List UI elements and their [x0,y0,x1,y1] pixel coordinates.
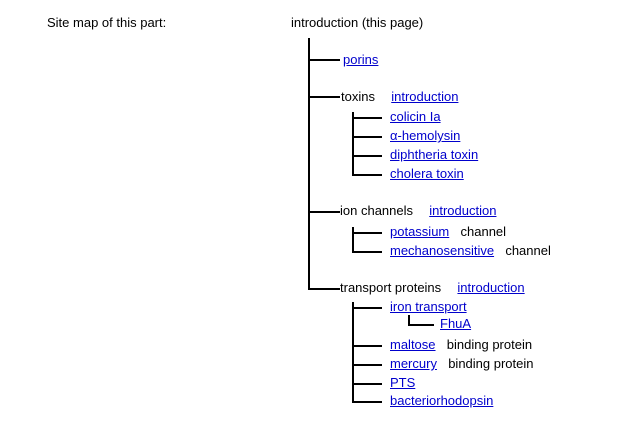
tree-trunk-toxins-children [352,112,354,176]
node-potassium-suffix: channel [460,224,507,239]
link-mercury[interactable]: mercury [390,356,437,371]
node-mercury-suffix: binding protein [448,356,534,371]
node-mercury-binding-protein: mercury binding protein [390,357,534,371]
node-bacteriorhodopsin: bacteriorhodopsin [390,394,493,408]
tree-branch-mechanosensitive [352,251,382,253]
node-diphtheria-toxin: diphtheria toxin [390,148,478,162]
link-ion-channels-introduction[interactable]: introduction [429,203,497,218]
node-maltose-binding-protein: maltose binding protein [390,338,532,352]
tree-branch-fhua [408,324,434,326]
node-mechanosensitive-suffix: channel [505,243,551,258]
link-mechanosensitive[interactable]: mechanosensitive [390,243,495,258]
link-porins[interactable]: porins [343,52,379,67]
link-maltose[interactable]: maltose [390,337,436,352]
node-porins: porins [343,53,378,67]
tree-branch-hemolysin [352,136,382,138]
tree-trunk-iron-transport-children [408,315,410,326]
node-transport-proteins-label: transport proteins [340,280,442,295]
node-ion-channels: ion channels introduction [340,204,496,218]
node-alpha-hemolysin: α-hemolysin [390,129,460,143]
link-potassium[interactable]: potassium [390,224,450,239]
tree-branch-ion-channels [308,211,340,213]
sitemap-caption: Site map of this part: [47,15,167,30]
node-toxins: toxins introduction [341,90,458,104]
tree-branch-porins [308,59,340,61]
link-iron-transport[interactable]: iron transport [390,299,467,314]
node-pts: PTS [390,376,415,390]
node-transport-proteins: transport proteins introduction [340,281,525,295]
node-maltose-suffix: binding protein [446,337,533,352]
tree-branch-iron-transport [352,307,382,309]
tree-branch-mercury [352,364,382,366]
tree-branch-pts [352,383,382,385]
tree-trunk-level1 [308,38,310,290]
link-bacteriorhodopsin[interactable]: bacteriorhodopsin [390,393,494,408]
node-toxins-label: toxins [341,89,375,104]
node-iron-transport: iron transport [390,300,467,314]
link-toxins-introduction[interactable]: introduction [391,89,459,104]
tree-branch-transport-proteins [308,288,340,290]
tree-branch-toxins [308,96,340,98]
node-colicin-ia: colicin Ia [390,110,441,124]
link-alpha-hemolysin[interactable]: α-hemolysin [390,128,461,143]
tree-branch-cholera [352,174,382,176]
tree-branch-maltose [352,345,382,347]
tree-branch-potassium [352,232,382,234]
tree-branch-diphtheria [352,155,382,157]
node-ion-channels-label: ion channels [340,203,413,218]
link-fhua[interactable]: FhuA [440,316,472,331]
link-colicin-ia[interactable]: colicin Ia [390,109,441,124]
link-transport-proteins-introduction[interactable]: introduction [457,280,525,295]
node-mechanosensitive-channel: mechanosensitive channel [390,244,551,258]
link-pts[interactable]: PTS [390,375,416,390]
link-cholera-toxin[interactable]: cholera toxin [390,166,464,181]
node-potassium-channel: potassium channel [390,225,506,239]
node-fhua: FhuA [440,317,471,331]
link-diphtheria-toxin[interactable]: diphtheria toxin [390,147,479,162]
tree-trunk-ion-channels-children [352,227,354,253]
tree-branch-bacteriorhodopsin [352,401,382,403]
tree-branch-colicin [352,117,382,119]
tree-root-label: introduction (this page) [291,15,424,30]
tree-trunk-transport-children [352,302,354,401]
node-cholera-toxin: cholera toxin [390,167,464,181]
